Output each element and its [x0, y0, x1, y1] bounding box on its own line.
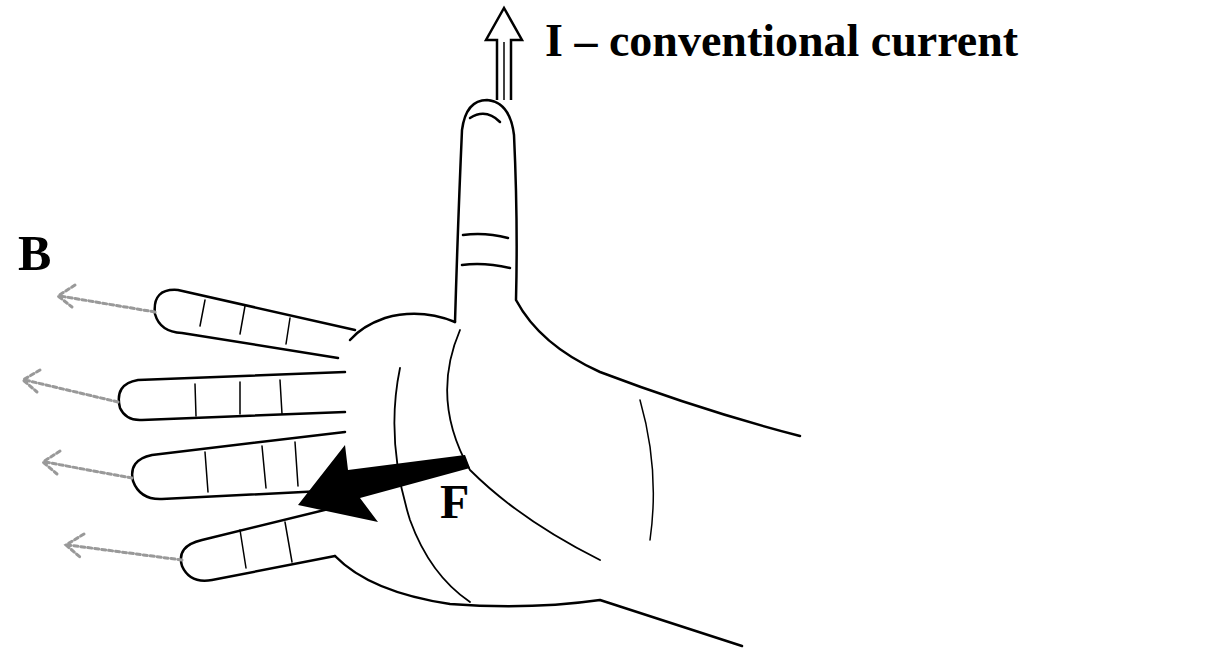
field-arrow — [66, 534, 182, 560]
little-finger — [181, 505, 345, 581]
current-arrow — [486, 8, 522, 100]
knuckle-lines — [195, 300, 298, 568]
index-finger — [155, 290, 355, 358]
thumb-outline — [455, 100, 800, 436]
thumb-crease — [462, 234, 510, 268]
field-arrow — [58, 285, 155, 312]
field-arrow — [23, 370, 118, 402]
palm-top — [350, 314, 455, 340]
field-arrow — [43, 451, 132, 478]
current-arrow-line — [503, 42, 505, 100]
field-label: B — [18, 228, 51, 278]
thumb-nail — [470, 114, 500, 122]
middle-finger — [119, 372, 345, 420]
palm-line — [640, 400, 653, 540]
palm-bottom — [335, 556, 742, 646]
current-label: I – conventional current — [545, 18, 1018, 64]
palm-line — [447, 330, 600, 560]
force-label: F — [440, 478, 469, 526]
